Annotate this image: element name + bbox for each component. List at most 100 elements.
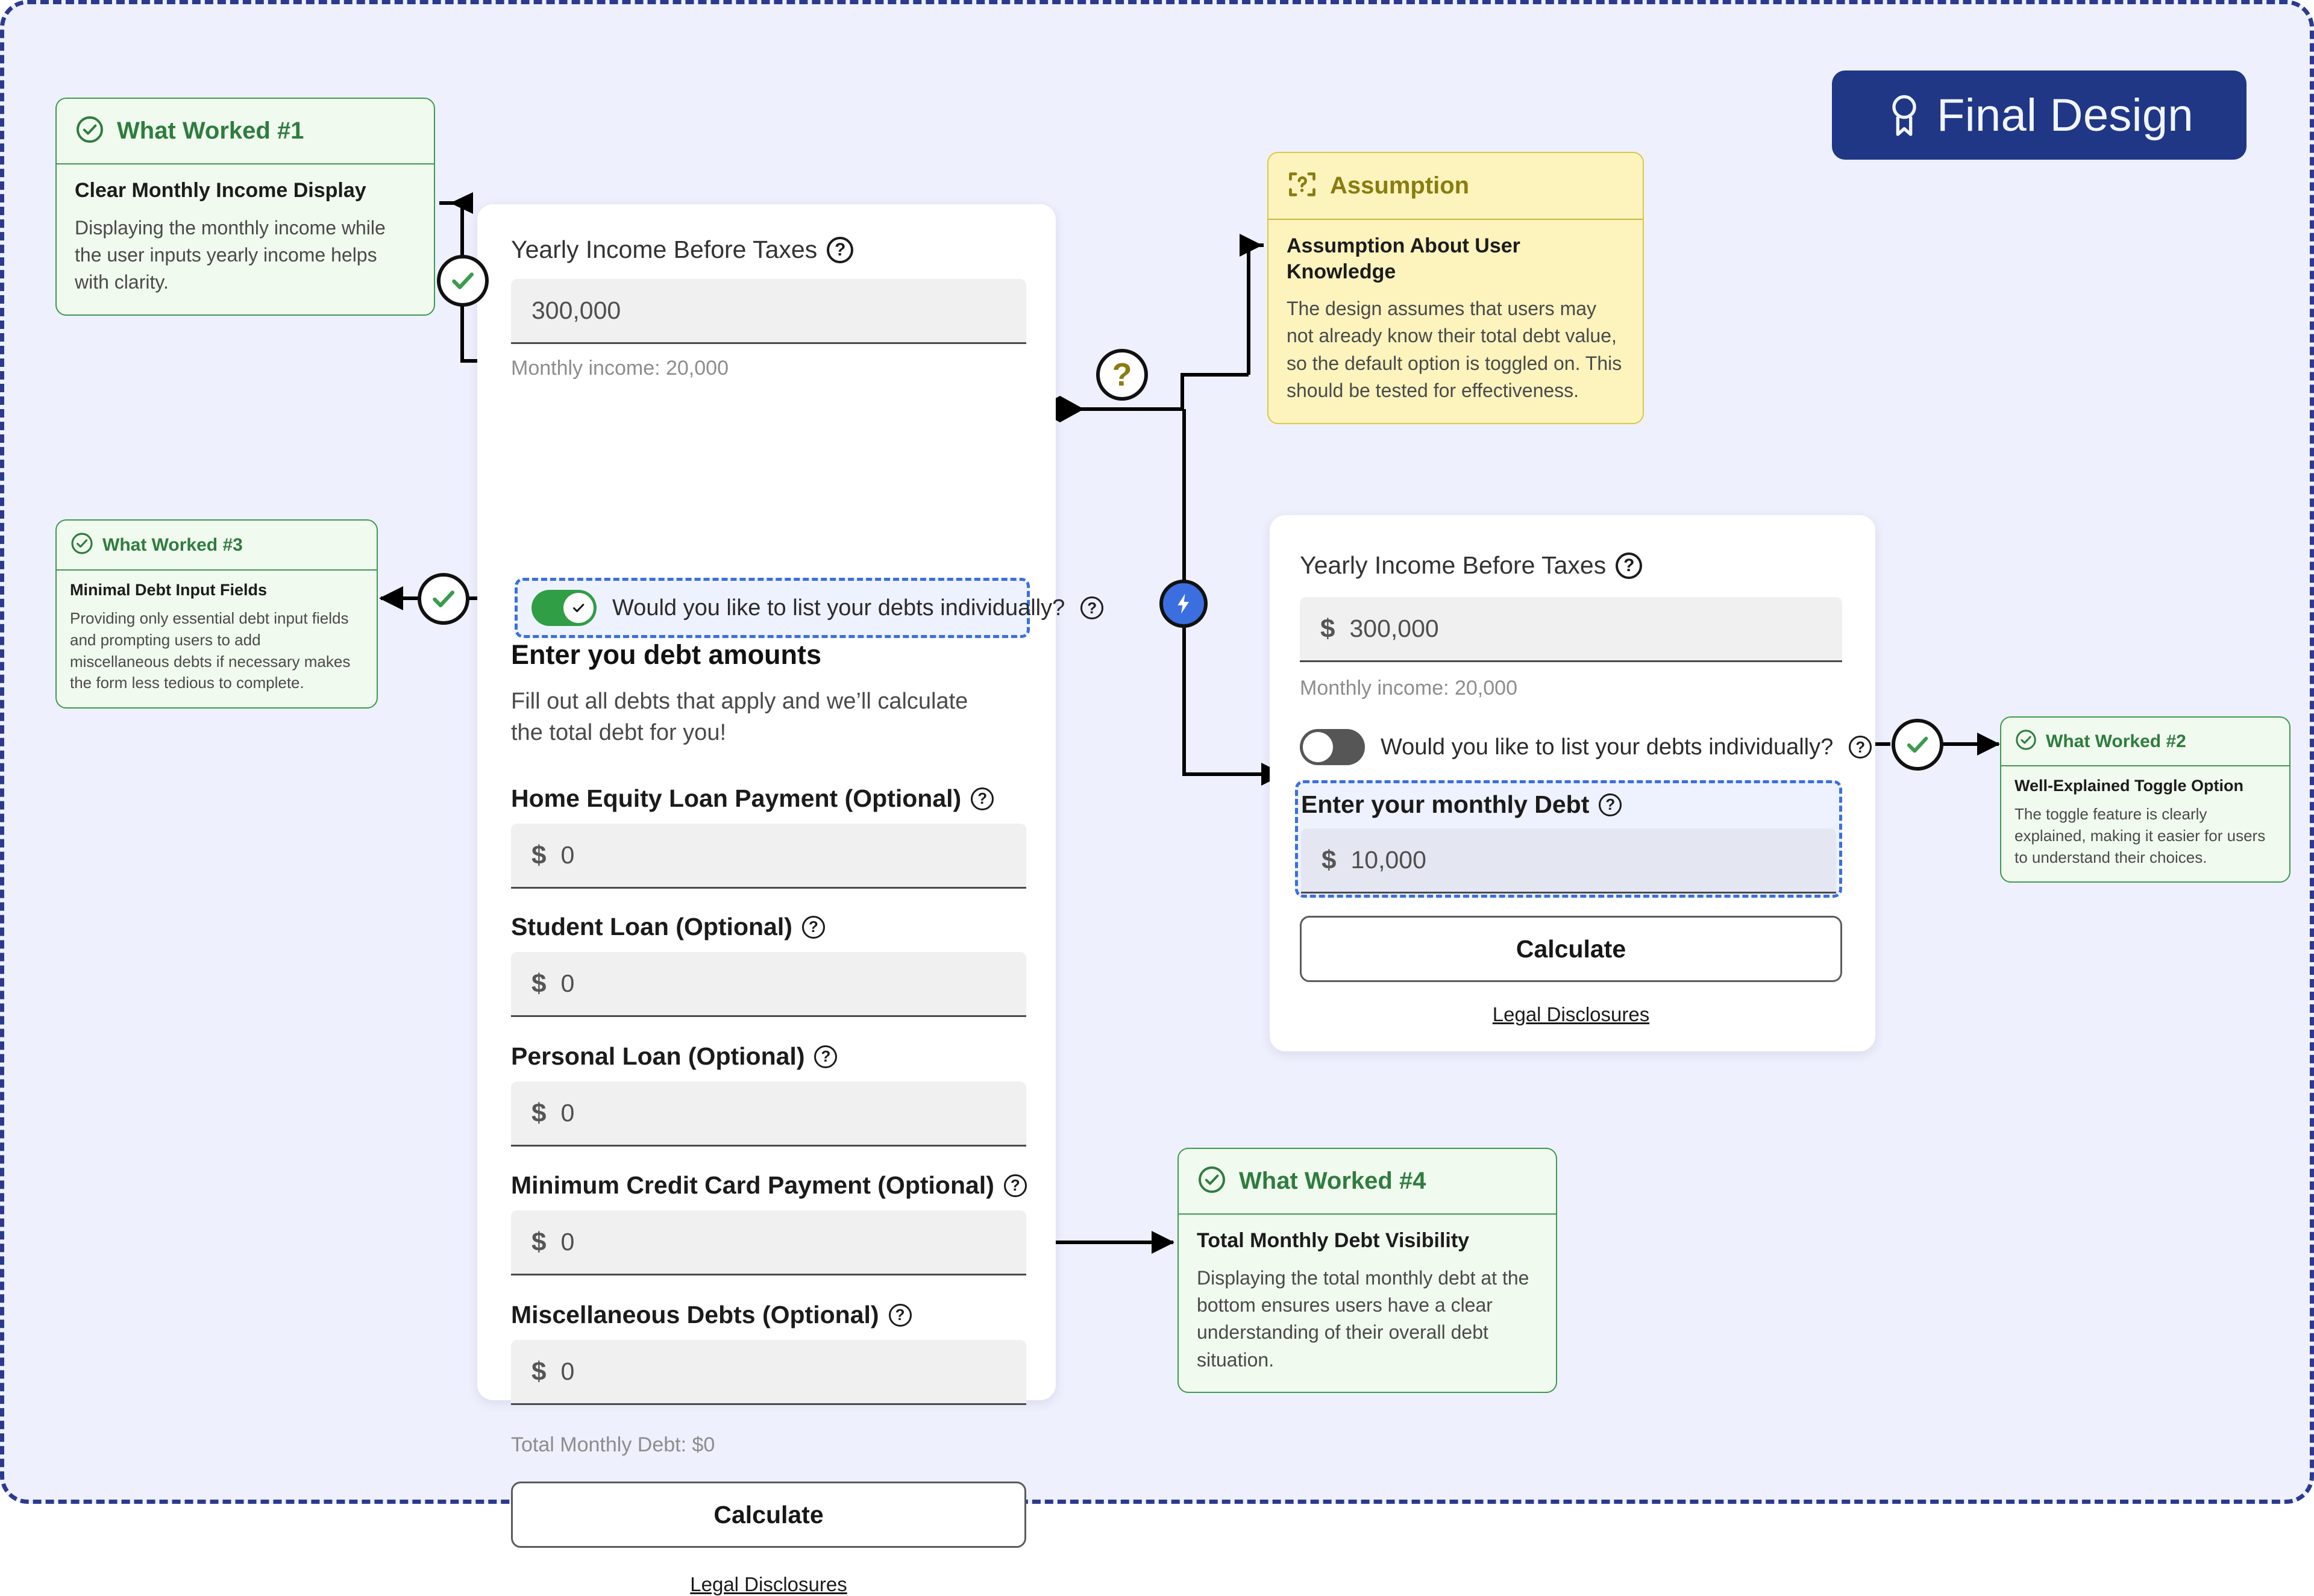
debt-input[interactable]: $ 0 (511, 824, 1026, 889)
note-title: What Worked #2 (2046, 731, 2186, 751)
check-circle-marker (1892, 719, 1943, 771)
note-description: The toggle feature is clearly explained,… (2015, 804, 2266, 866)
monthly-debt-value: 10,000 (1350, 846, 1426, 874)
note-header: What Worked #3 (57, 521, 377, 571)
help-icon[interactable]: ? (827, 236, 854, 263)
help-icon[interactable]: ? (801, 915, 825, 939)
note-body: Assumption About User Knowledge The desi… (1268, 220, 1643, 423)
note-subtitle: Clear Monthly Income Display (75, 179, 366, 202)
yearly-income-value: 300,000 (531, 296, 621, 324)
debt-label-text: Minimum Credit Card Payment (Optional) (511, 1171, 994, 1199)
debt-input[interactable]: $ 0 (511, 952, 1026, 1017)
debt-value: 0 (560, 1357, 575, 1385)
debt-field-label: Minimum Credit Card Payment (Optional) ? (511, 1171, 1027, 1200)
help-icon[interactable]: ? (1849, 736, 1872, 759)
help-icon[interactable]: ? (1003, 1174, 1027, 1197)
note-body: Minimal Debt Input Fields Providing only… (57, 571, 377, 707)
debt-section-heading: Enter you debt amounts (511, 639, 822, 670)
debt-value: 0 (560, 1099, 575, 1127)
note-header: What Worked #4 (1179, 1149, 1556, 1215)
currency-symbol: $ (531, 1356, 547, 1386)
note-description: Providing only essential debt input fiel… (70, 609, 351, 692)
mock-form-detailed: Yearly Income Before Taxes ? 300,000 Mon… (477, 204, 1104, 1595)
award-ribbon-icon (1885, 92, 1924, 139)
debt-input[interactable]: $ 0 (511, 1210, 1026, 1275)
currency-symbol: $ (531, 840, 547, 870)
debt-label-text: Miscellaneous Debts (Optional) (511, 1301, 879, 1328)
currency-symbol: $ (531, 1098, 547, 1128)
debt-section-paragraph: Fill out all debts that apply and we’ll … (511, 689, 968, 745)
calculate-button[interactable]: Calculate (1300, 916, 1842, 982)
monthly-debt-input[interactable]: $ 10,000 (1301, 828, 1836, 893)
debt-value: 0 (560, 969, 575, 997)
note-title: Assumption (1330, 172, 1470, 199)
help-icon[interactable]: ? (814, 1045, 838, 1068)
monthly-debt-label: Enter your monthly Debt (1301, 790, 1590, 818)
debt-label-text: Personal Loan (Optional) (511, 1042, 805, 1070)
currency-symbol: $ (1320, 613, 1335, 643)
note-subtitle: Well-Explained Toggle Option (2015, 777, 2244, 795)
note-subtitle: Assumption About User Knowledge (1287, 234, 1520, 283)
note-body: Well-Explained Toggle Option The toggle … (2001, 766, 2289, 881)
final-design-badge: Final Design (1832, 70, 2247, 160)
note-what-worked-3: What Worked #3 Minimal Debt Input Fields… (55, 519, 378, 709)
toggle-label: Would you like to list your debts indivi… (612, 595, 1065, 621)
note-what-worked-1: What Worked #1 Clear Monthly Income Disp… (55, 98, 435, 316)
monthly-debt-label-row: Enter your monthly Debt ? (1301, 790, 1622, 819)
note-subtitle: Minimal Debt Input Fields (70, 581, 268, 599)
note-title: What Worked #1 (117, 117, 304, 144)
note-subtitle: Total Monthly Debt Visibility (1197, 1229, 1470, 1252)
check-circle-icon (2015, 728, 2037, 754)
question-circle-marker: ? (1096, 349, 1148, 401)
note-title: What Worked #4 (1239, 1168, 1426, 1194)
check-circle-marker (418, 573, 469, 625)
income-label-row: Yearly Income Before Taxes ? (511, 236, 854, 264)
toggle-knob (1303, 732, 1333, 762)
debt-input[interactable]: $ 0 (511, 1081, 1026, 1147)
list-debts-toggle[interactable] (531, 590, 597, 626)
debt-field-label: Student Loan (Optional) ? (511, 913, 825, 941)
note-header: What Worked #2 (2001, 718, 2289, 766)
calculate-button[interactable]: Calculate (511, 1482, 1026, 1548)
note-description: Displaying the monthly income while the … (75, 216, 386, 293)
help-icon[interactable]: ? (1080, 596, 1104, 619)
help-icon[interactable]: ? (1616, 552, 1643, 579)
debt-label-text: Home Equity Loan Payment (Optional) (511, 784, 962, 812)
debt-input[interactable]: $ 0 (511, 1340, 1026, 1405)
check-circle-icon (75, 114, 105, 148)
yearly-income-input[interactable]: $ 300,000 (1300, 597, 1842, 662)
monthly-income-text: Monthly income: 20,000 (511, 357, 729, 380)
mock-form-simple: Yearly Income Before Taxes ? $ 300,000 M… (1270, 515, 1875, 1051)
income-label-row: Yearly Income Before Taxes ? (1300, 551, 1643, 580)
debt-field-label: Miscellaneous Debts (Optional) ? (511, 1301, 912, 1329)
check-circle-marker (437, 255, 489, 307)
note-what-worked-4: What Worked #4 Total Monthly Debt Visibi… (1177, 1148, 1557, 1394)
final-design-label: Final Design (1936, 89, 2194, 141)
list-debts-toggle-row[interactable]: Would you like to list your debts indivi… (1300, 729, 1872, 765)
note-header: Assumption (1268, 153, 1643, 220)
list-debts-toggle-row[interactable]: Would you like to list your debts indivi… (531, 590, 1104, 626)
currency-symbol: $ (531, 968, 547, 998)
note-header: What Worked #1 (57, 99, 434, 164)
help-icon[interactable]: ? (1599, 793, 1622, 816)
toggle-highlight (515, 578, 1030, 638)
list-debts-toggle[interactable] (1300, 729, 1365, 765)
check-circle-icon (1197, 1165, 1227, 1198)
help-icon[interactable]: ? (971, 787, 994, 810)
debt-field-label: Home Equity Loan Payment (Optional) ? (511, 784, 994, 813)
income-label: Yearly Income Before Taxes (1300, 551, 1607, 579)
yearly-income-input[interactable]: 300,000 (511, 279, 1026, 344)
scan-question-icon (1287, 169, 1318, 203)
note-what-worked-2: What Worked #2 Well-Explained Toggle Opt… (2000, 716, 2290, 883)
note-assumption: Assumption Assumption About User Knowled… (1267, 152, 1644, 424)
debt-value: 0 (560, 1228, 575, 1256)
help-icon[interactable]: ? (888, 1303, 912, 1327)
legal-disclosures-link[interactable]: Legal Disclosures (690, 1573, 847, 1595)
debt-field-label: Personal Loan (Optional) ? (511, 1042, 838, 1071)
legal-disclosures-link[interactable]: Legal Disclosures (1492, 1003, 1650, 1025)
debt-label-text: Student Loan (Optional) (511, 913, 792, 940)
yearly-income-value: 300,000 (1349, 615, 1439, 642)
lightning-bolt-marker (1159, 580, 1208, 628)
note-body: Clear Monthly Income Display Displaying … (57, 164, 434, 315)
